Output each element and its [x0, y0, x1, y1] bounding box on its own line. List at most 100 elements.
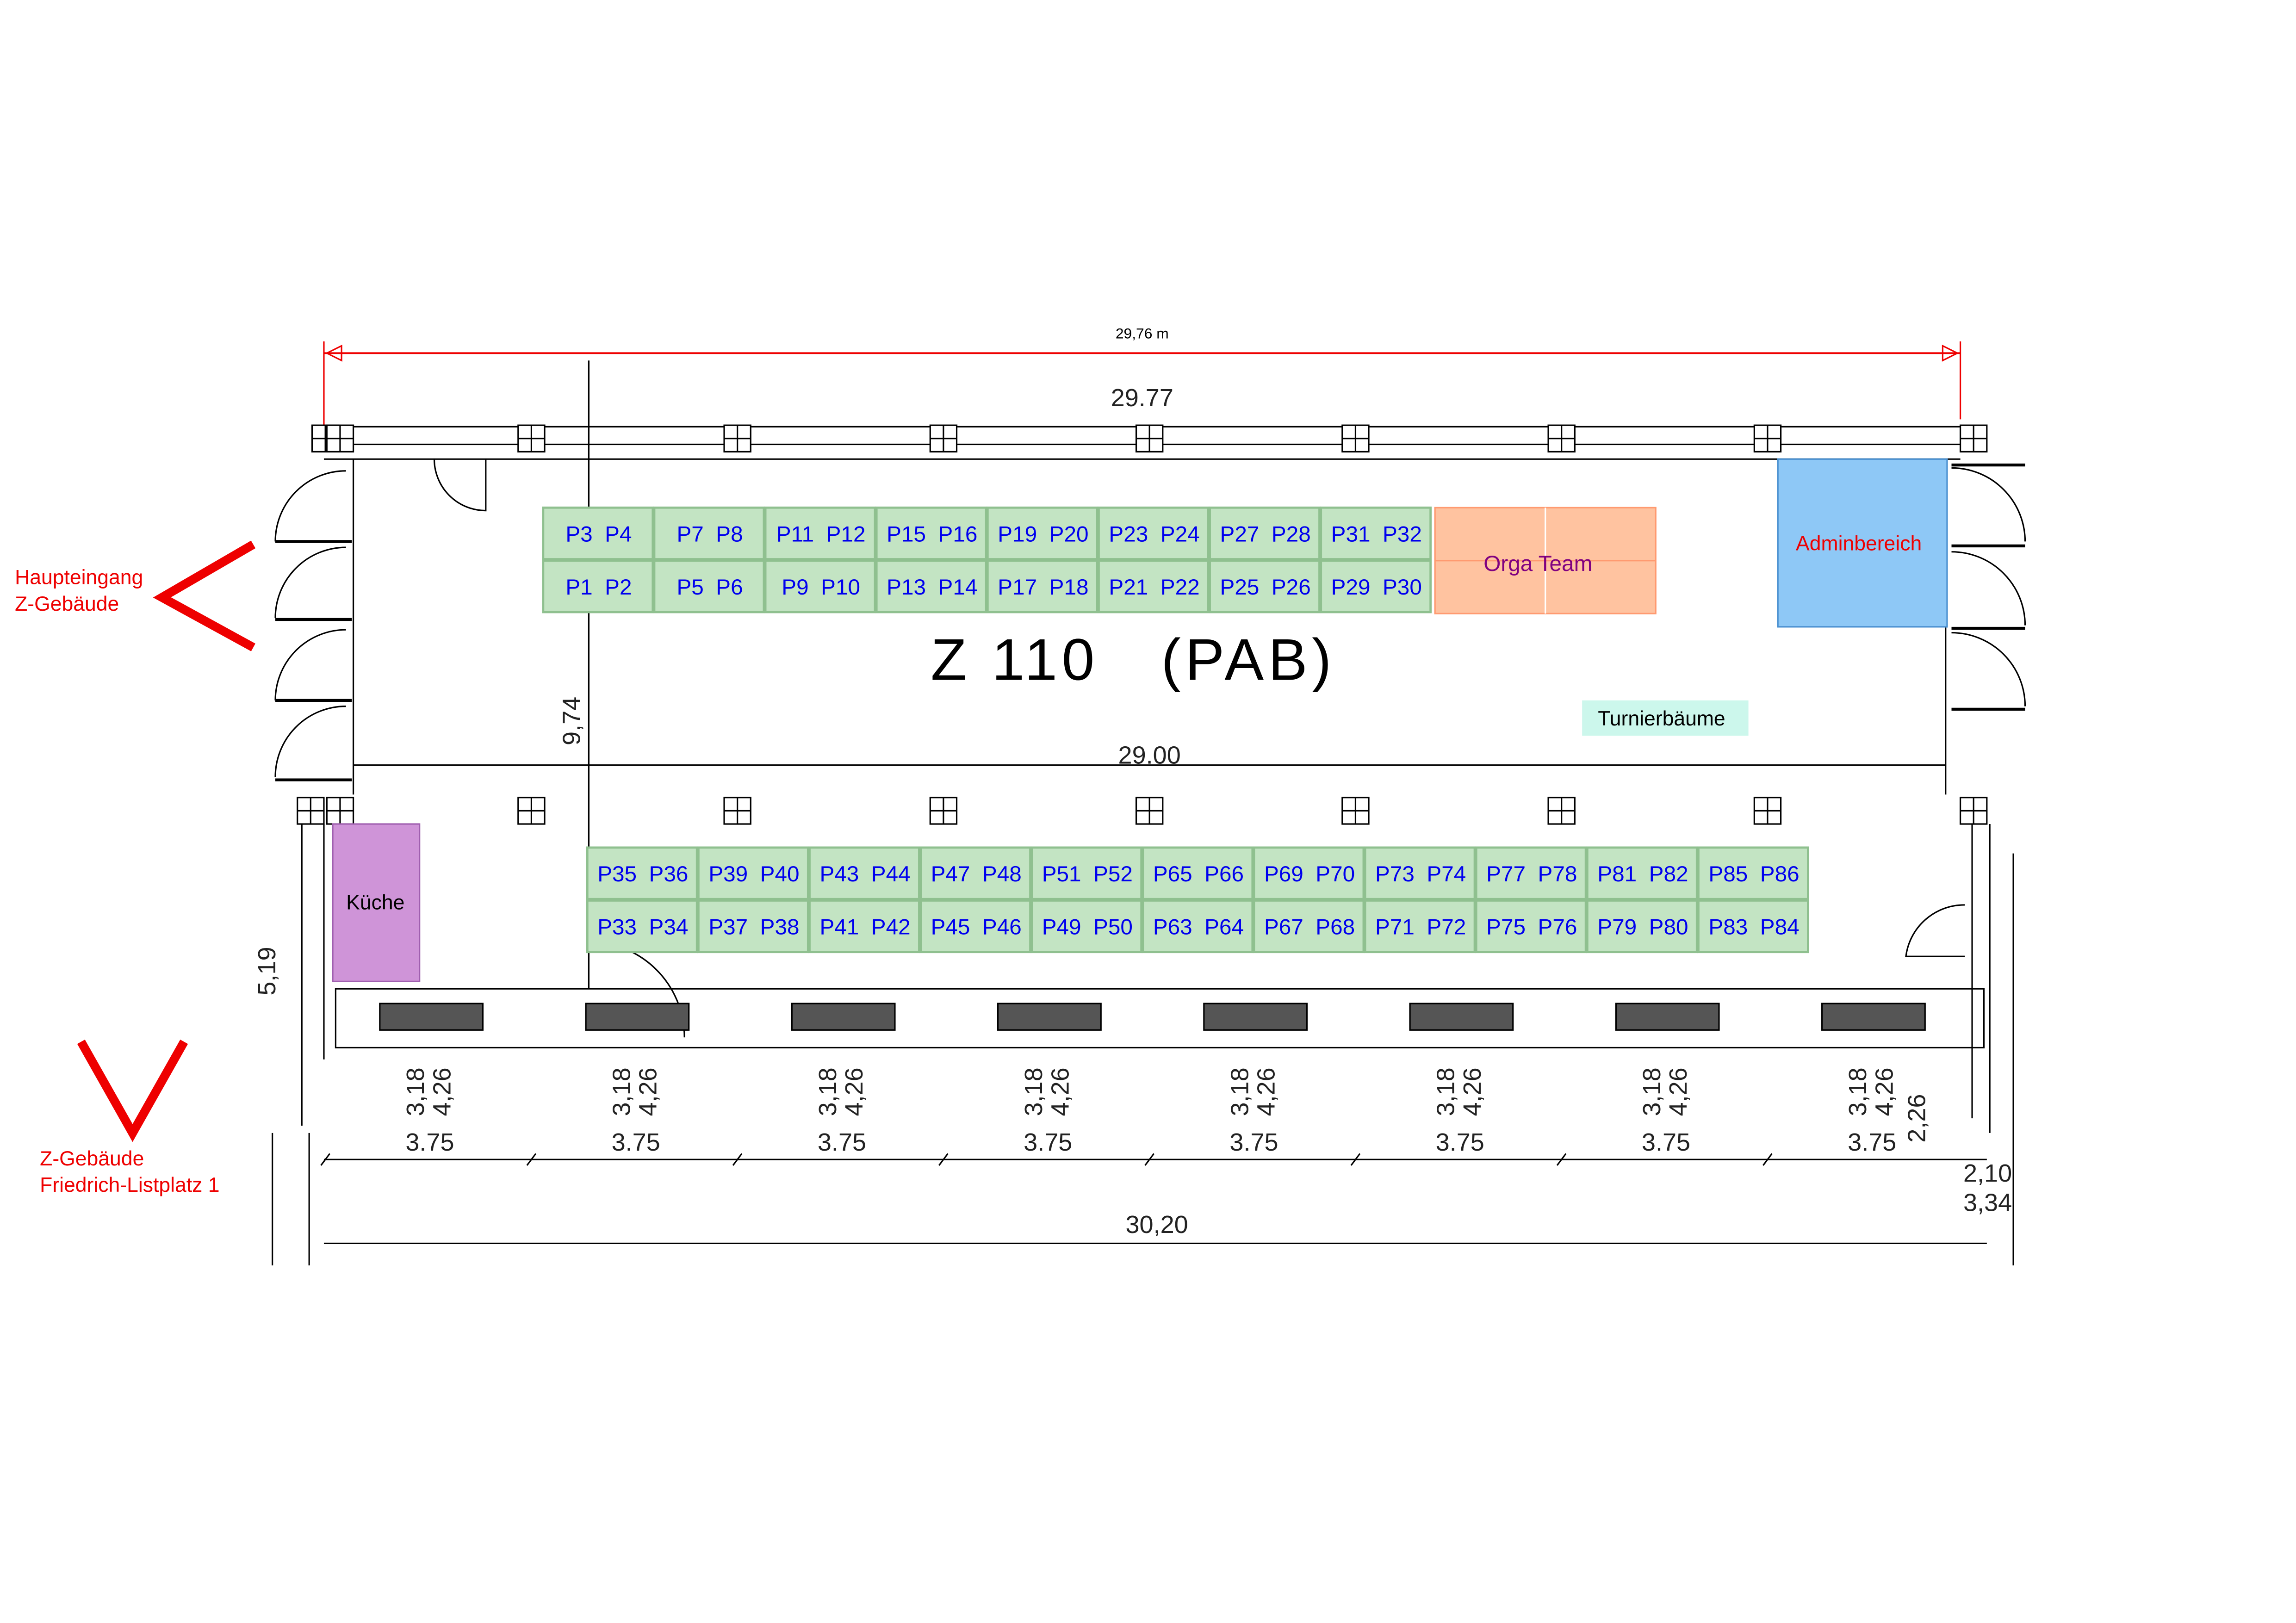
- bay-dimension: 3.75: [405, 1128, 454, 1156]
- desk-pair[interactable]: P3 P4: [542, 506, 654, 560]
- desk-label: P9 P10: [782, 575, 860, 600]
- pillar: [1960, 797, 1988, 825]
- desk-label: P27 P28: [1220, 522, 1311, 546]
- desk-label: P65 P66: [1153, 862, 1244, 886]
- desk-pair[interactable]: P33 P34: [586, 899, 698, 954]
- desk-label: P67 P68: [1264, 915, 1355, 940]
- desk-label: P3 P4: [565, 522, 632, 546]
- desk-pair[interactable]: P51 P52: [1030, 846, 1143, 900]
- kitchen-label: Küche: [346, 891, 404, 914]
- desk-label: P7 P8: [676, 522, 743, 546]
- desk-label: P17 P18: [998, 575, 1088, 600]
- desk-label: P71 P72: [1375, 915, 1466, 940]
- desk-label: P63 P64: [1153, 915, 1244, 940]
- tournament-trees-area[interactable]: Turnierbäume: [1582, 700, 1749, 736]
- desk-pair[interactable]: P37 P38: [697, 899, 809, 954]
- desk-label: P1 P2: [565, 575, 632, 600]
- pillar: [1135, 424, 1164, 452]
- window-dimension-b: 4,26: [428, 1067, 456, 1116]
- dimension-right-b: 2,10: [1963, 1159, 2012, 1187]
- main-entrance-label-1: Haupteingang: [15, 566, 143, 589]
- desk-label: P85 P86: [1708, 862, 1799, 886]
- bay-dimension: 3.75: [612, 1128, 660, 1156]
- desk-label: P47 P48: [931, 862, 1022, 886]
- window-dimension-a: 3,18: [1020, 1067, 1048, 1116]
- desk-pair[interactable]: P47 P48: [919, 846, 1031, 900]
- desk-pair[interactable]: P25 P26: [1209, 559, 1321, 613]
- window-dimension-a: 3,18: [1432, 1067, 1460, 1116]
- radiators: [379, 1003, 1926, 1031]
- dimension-height: 9,74: [558, 697, 585, 745]
- desk-pair[interactable]: P77 P78: [1475, 846, 1587, 900]
- dimension-top: 29.77: [1111, 384, 1173, 412]
- desk-pair[interactable]: P17 P18: [986, 559, 1098, 613]
- room-title: Z 110 (PAB): [931, 626, 1336, 692]
- pillar: [929, 424, 958, 452]
- desk-pair[interactable]: P49 P50: [1030, 899, 1143, 954]
- desk-pair[interactable]: P23 P24: [1098, 506, 1210, 560]
- main-entrance-marker: Haupteingang Z-Gebäude: [15, 540, 256, 651]
- kitchen-area[interactable]: Küche: [332, 823, 421, 982]
- bay-dimension: 3.75: [1229, 1128, 1278, 1156]
- desk-pair[interactable]: P19 P20: [986, 506, 1098, 560]
- pillar: [297, 797, 325, 825]
- desk-pair[interactable]: P79 P80: [1586, 899, 1698, 954]
- desk-pair[interactable]: P7 P8: [653, 506, 765, 560]
- desk-pair[interactable]: P11 P12: [764, 506, 876, 560]
- desk-pair[interactable]: P35 P36: [586, 846, 698, 900]
- desk-pair[interactable]: P71 P72: [1364, 899, 1476, 954]
- bay-dimension: 3.75: [1436, 1128, 1484, 1156]
- admin-area[interactable]: Adminbereich: [1777, 458, 1948, 628]
- desk-pair[interactable]: P65 P66: [1142, 846, 1254, 900]
- desk-pair[interactable]: P43 P44: [808, 846, 920, 900]
- desk-pair[interactable]: P85 P86: [1697, 846, 1809, 900]
- desk-pair[interactable]: P15 P16: [875, 506, 987, 560]
- desk-label: P15 P16: [887, 522, 977, 546]
- window-dimension-b: 4,26: [1046, 1067, 1074, 1116]
- radiator: [379, 1003, 484, 1031]
- desk-pair[interactable]: P29 P30: [1320, 559, 1432, 613]
- desk-label: P21 P22: [1109, 575, 1199, 600]
- desk-pair[interactable]: P75 P76: [1475, 899, 1587, 954]
- desk-pair[interactable]: P69 P70: [1253, 846, 1365, 900]
- radiator: [791, 1003, 896, 1031]
- window-dimension-b: 4,26: [1870, 1067, 1898, 1116]
- desk-label: P19 P20: [998, 522, 1088, 546]
- orga-team-label: Orga Team: [1483, 551, 1592, 576]
- desk-label: P45 P46: [931, 915, 1022, 940]
- desk-pair[interactable]: P41 P42: [808, 899, 920, 954]
- bay-dimension: 3.75: [1848, 1128, 1896, 1156]
- desk-label: P51 P52: [1042, 862, 1133, 886]
- desk-pair[interactable]: P31 P32: [1320, 506, 1432, 560]
- desk-label: P31 P32: [1331, 522, 1422, 546]
- desk-label: P25 P26: [1220, 575, 1311, 600]
- desk-pair[interactable]: P81 P82: [1586, 846, 1698, 900]
- building-entrance-marker: Z-Gebäude Friedrich-Listplatz 1: [40, 1040, 220, 1196]
- pillar: [723, 424, 751, 452]
- overall-dimension-label: 29,76 m: [1116, 325, 1169, 341]
- desk-pair[interactable]: P13 P14: [875, 559, 987, 613]
- pillar: [1753, 424, 1782, 452]
- desk-label: P11 P12: [776, 522, 866, 546]
- bay-dimension: 3.75: [1024, 1128, 1072, 1156]
- radiator: [1615, 1003, 1720, 1031]
- desk-pair[interactable]: P5 P6: [653, 559, 765, 613]
- desk-label: P83 P84: [1708, 915, 1799, 940]
- desk-pair[interactable]: P45 P46: [919, 899, 1031, 954]
- desk-pair[interactable]: P1 P2: [542, 559, 654, 613]
- desk-pair[interactable]: P39 P40: [697, 846, 809, 900]
- desk-pair[interactable]: P67 P68: [1253, 899, 1365, 954]
- desk-pair[interactable]: P63 P64: [1142, 899, 1254, 954]
- desk-pair[interactable]: P27 P28: [1209, 506, 1321, 560]
- orga-team-area[interactable]: Orga Team: [1434, 507, 1657, 614]
- desk-pair[interactable]: P9 P10: [764, 559, 876, 613]
- window-dimension-b: 4,26: [1253, 1067, 1280, 1116]
- desk-pair[interactable]: P73 P74: [1364, 846, 1476, 900]
- pillar: [1547, 424, 1576, 452]
- window-dimension-b: 4,26: [1458, 1067, 1486, 1116]
- desk-pair[interactable]: P83 P84: [1697, 899, 1809, 954]
- pillar: [326, 424, 354, 452]
- desk-pair[interactable]: P21 P22: [1098, 559, 1210, 613]
- radiator: [997, 1003, 1102, 1031]
